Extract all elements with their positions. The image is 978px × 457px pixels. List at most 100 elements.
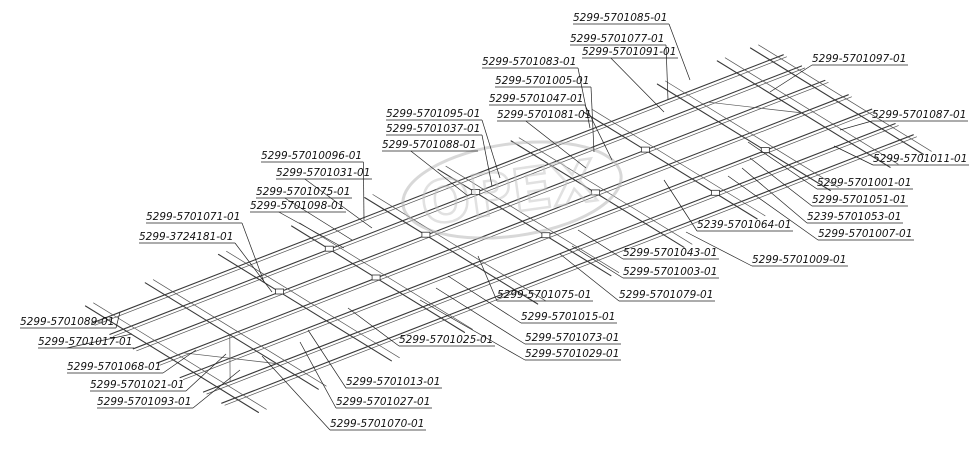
leader-line xyxy=(66,333,133,349)
leader-line xyxy=(481,134,493,187)
watermark-logo: OPEX xyxy=(401,140,623,240)
leader-line xyxy=(577,229,624,260)
bracket-block xyxy=(421,231,431,238)
longitudinal-rail xyxy=(202,123,896,393)
part-callout: 5299-5701087-01 xyxy=(872,109,968,122)
part-callout: 5299-5701081-01 xyxy=(497,109,593,122)
part-number-label: 5299-5701029-01 xyxy=(525,348,619,360)
part-number-label: 5299-5701007-01 xyxy=(818,228,912,240)
leader-line xyxy=(610,57,665,113)
part-number-label: 5299-5701098-01 xyxy=(250,200,344,212)
part-number-label: 5299-5701003-01 xyxy=(623,266,717,278)
cross-member-edge xyxy=(518,137,693,245)
part-number-label: 5299-5701077-01 xyxy=(570,33,664,45)
part-callout: 5299-5701095-01 xyxy=(386,108,482,121)
part-number-label: 5299-5701051-01 xyxy=(812,194,906,206)
leader-line xyxy=(307,329,347,389)
leader-line xyxy=(727,175,819,241)
part-callout: 5299-5701005-01 xyxy=(495,75,591,88)
longitudinal-rail xyxy=(156,94,849,364)
part-number-label: 5299-5701089-01 xyxy=(20,316,114,328)
cross-member xyxy=(749,47,924,155)
part-number-label: 5299-5701043-01 xyxy=(623,247,717,259)
bracket-block xyxy=(324,245,334,252)
part-number-label: 5299-5701073-01 xyxy=(525,332,619,344)
leader-line xyxy=(571,245,624,279)
part-callout: 5299-5701029-01 xyxy=(525,348,621,361)
part-number-label: 5299-5701009-01 xyxy=(752,254,846,266)
part-number-label: 5239-5701053-01 xyxy=(807,211,901,223)
cross-member xyxy=(437,168,612,277)
part-callout: 5299-5701047-01 xyxy=(489,93,585,106)
part-callout: 5299-5701093-01 xyxy=(97,396,193,409)
leader-line xyxy=(347,307,400,347)
cross-member-edge xyxy=(299,222,473,330)
part-callout: 5299-5701025-01 xyxy=(399,334,495,347)
part-number-label: 5299-5701097-01 xyxy=(812,53,906,65)
part-number-label: 5299-5701093-01 xyxy=(97,396,191,408)
leader-line xyxy=(115,311,121,329)
bracket-block xyxy=(275,288,285,295)
part-number-label: 5299-5701011-01 xyxy=(873,153,967,165)
part-number-label: 5299-5701025-01 xyxy=(399,334,493,346)
part-callout: 5299-5701068-01 xyxy=(67,361,163,374)
leader-line xyxy=(435,287,526,345)
bracket-block xyxy=(641,146,650,153)
leader-lines xyxy=(66,23,874,431)
longitudinal-rail xyxy=(132,79,826,350)
longitudinal-rail-edge xyxy=(112,67,806,337)
cross-member xyxy=(656,83,831,192)
longitudinal-rail-edge xyxy=(136,82,829,352)
part-callout: 5239-5701064-01 xyxy=(697,219,793,232)
leader-line xyxy=(559,253,620,302)
cross-member xyxy=(364,197,539,305)
leader-line xyxy=(284,197,353,241)
part-number-label: 5299-5701071-01 xyxy=(146,211,240,223)
leader-line xyxy=(299,341,337,409)
bracket-block xyxy=(471,189,481,195)
longitudinal-rail-edge xyxy=(94,56,787,326)
part-number-label: 5299-5701005-01 xyxy=(495,75,589,87)
part-callout: 5299-5701070-01 xyxy=(330,418,426,431)
bracket-block xyxy=(591,189,600,196)
part-callout: 5299-5701031-01 xyxy=(276,167,372,180)
part-number-label: 5299-5701001-01 xyxy=(817,177,911,189)
part-callout: 5299-5701003-01 xyxy=(623,266,719,279)
leader-line xyxy=(447,275,522,324)
leader-line xyxy=(234,242,273,293)
leader-line xyxy=(363,161,365,221)
part-callout: 5299-5701043-01 xyxy=(623,247,719,260)
part-callout: 5299-3724181-01 xyxy=(139,231,235,244)
part-callouts: 5299-5701085-015299-5701077-015299-57010… xyxy=(20,12,969,431)
leader-line xyxy=(410,150,469,197)
part-number-label: 5299-5701015-01 xyxy=(521,311,615,323)
part-callout: 5299-5701085-01 xyxy=(573,12,669,25)
leader-line xyxy=(481,119,501,179)
part-number-label: 5299-5701083-01 xyxy=(482,56,576,68)
part-number-label: 5299-5701087-01 xyxy=(872,109,966,121)
part-number-label: 5299-5701095-01 xyxy=(386,108,480,120)
longitudinal-rail-edge xyxy=(159,96,852,366)
leader-line xyxy=(525,120,587,169)
longitudinal-rail xyxy=(221,134,914,404)
part-callout: 5299-5701091-01 xyxy=(582,46,678,59)
leader-line xyxy=(741,167,808,224)
part-number-label: 5299-5701091-01 xyxy=(582,46,676,58)
part-callout: 5299-5701009-01 xyxy=(752,254,848,267)
part-number-label: 5299-5701079-01 xyxy=(619,289,713,301)
leader-line xyxy=(584,104,613,161)
part-callout: 5299-5701011-01 xyxy=(873,153,969,166)
part-number-label: 5299-5701047-01 xyxy=(489,93,583,105)
leader-line xyxy=(769,64,813,93)
leader-line xyxy=(749,157,813,207)
cross-member-edge xyxy=(665,80,839,188)
cross-member xyxy=(144,282,319,390)
part-callout: 5299-5701073-01 xyxy=(525,332,621,345)
leader-line xyxy=(185,353,227,392)
part-callout: 5299-5701098-01 xyxy=(250,200,346,213)
part-number-label: 5299-5701068-01 xyxy=(67,361,161,373)
part-callout: 5299-5701088-01 xyxy=(382,139,478,152)
leader-line xyxy=(304,178,373,229)
cross-member-edge xyxy=(724,57,899,165)
